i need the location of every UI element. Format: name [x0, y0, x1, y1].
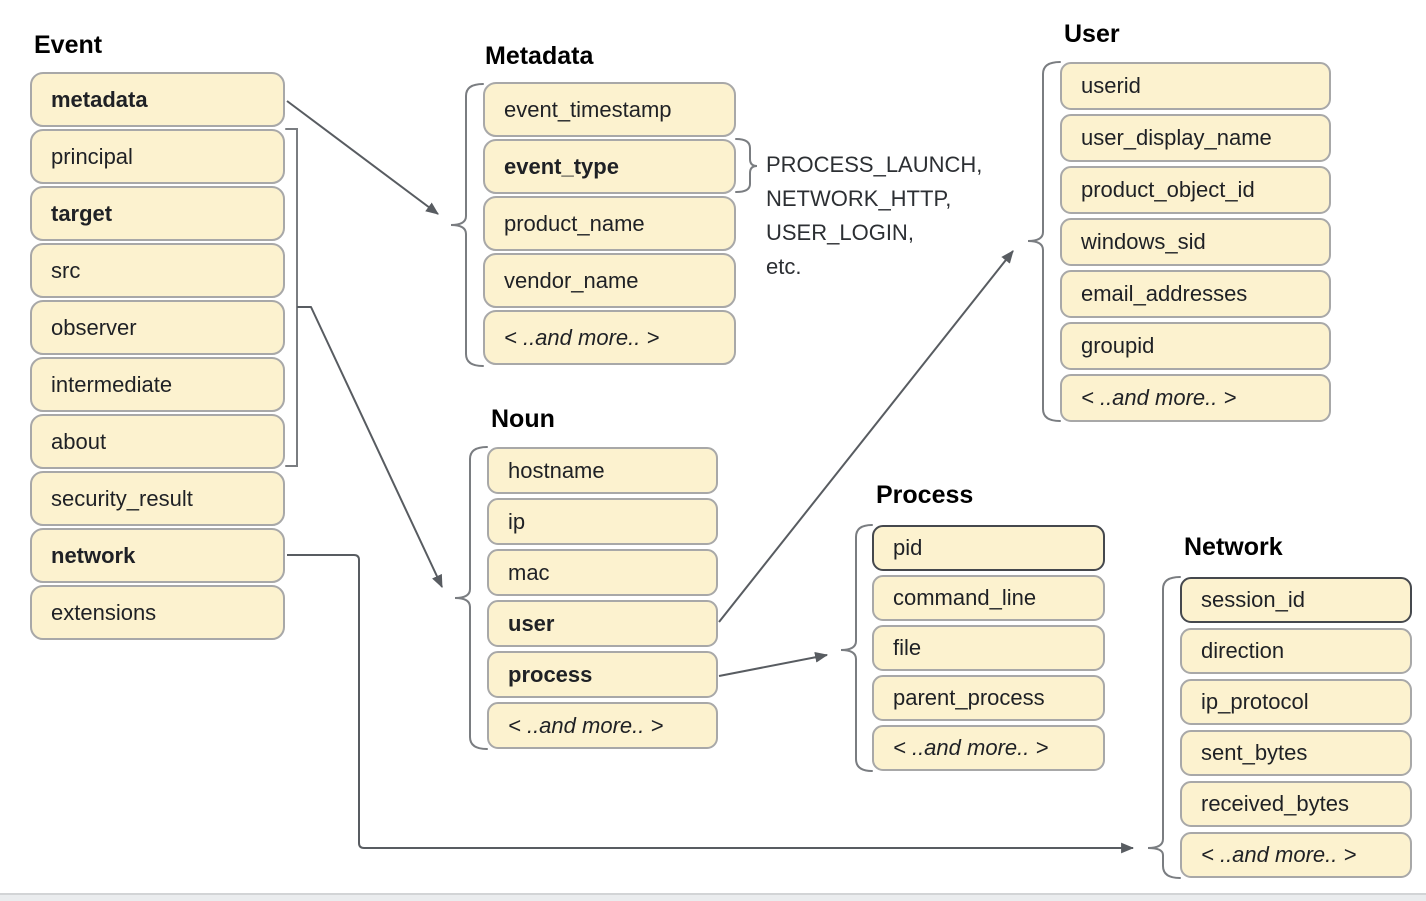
field-box-user-email_addresses: email_addresses: [1060, 270, 1331, 318]
field-box-process-pid: pid: [872, 525, 1105, 571]
brace-network-group: [1147, 576, 1181, 879]
event-type-example-line: USER_LOGIN,: [766, 220, 914, 245]
arrow-metadata-field-to-metadata-group: [286, 100, 439, 215]
field-box-metadata-event_timestamp: event_timestamp: [483, 82, 736, 137]
group-title-metadata: Metadata: [485, 42, 594, 70]
group-title-noun: Noun: [491, 405, 555, 433]
brace-process-group: [840, 524, 873, 772]
field-box-user-windows_sid: windows_sid: [1060, 218, 1331, 266]
field-box-user-user_display_name: user_display_name: [1060, 114, 1331, 162]
field-box-event-src: src: [30, 243, 285, 298]
field-box-noun-hostname: hostname: [487, 447, 718, 494]
field-box-network-session_id: session_id: [1180, 577, 1412, 623]
field-box-event-extensions: extensions: [30, 585, 285, 640]
field-box-network-andmore: < ..and more.. >: [1180, 832, 1412, 878]
group-title-process: Process: [876, 481, 974, 509]
field-box-event-target: target: [30, 186, 285, 241]
group-title-user: User: [1064, 20, 1120, 48]
brace-event-type-values: [735, 138, 758, 193]
field-box-metadata-product_name: product_name: [483, 196, 736, 251]
field-list-network: session_id direction ip_protocol sent_bytes…: [1180, 577, 1412, 883]
field-box-noun-user: user: [487, 600, 718, 647]
field-box-network-direction: direction: [1180, 628, 1412, 674]
field-box-metadata-event_type: event_type: [483, 139, 736, 194]
field-box-event-security_result: security_result: [30, 471, 285, 526]
field-box-event-observer: observer: [30, 300, 285, 355]
field-box-noun-mac: mac: [487, 549, 718, 596]
field-box-event-network: network: [30, 528, 285, 583]
field-box-process-file: file: [872, 625, 1105, 671]
field-box-event-intermediate: intermediate: [30, 357, 285, 412]
brace-noun-group: [454, 446, 488, 750]
field-box-process-parent_process: parent_process: [872, 675, 1105, 721]
field-box-noun-andmore: < ..and more.. >: [487, 702, 718, 749]
brace-user-group: [1027, 61, 1061, 422]
event-type-example-line: NETWORK_HTTP,: [766, 186, 952, 211]
field-box-event-about: about: [30, 414, 285, 469]
field-box-process-command_line: command_line: [872, 575, 1105, 621]
field-box-user-product_object_id: product_object_id: [1060, 166, 1331, 214]
field-box-user-andmore: < ..and more.. >: [1060, 374, 1331, 422]
event-type-example-values: PROCESS_LAUNCH, NETWORK_HTTP, USER_LOGIN,e…: [766, 148, 982, 284]
field-box-metadata-vendor_name: vendor_name: [483, 253, 736, 308]
bottom-divider: [0, 893, 1426, 901]
field-box-user-groupid: groupid: [1060, 322, 1331, 370]
field-box-network-received_bytes: received_bytes: [1180, 781, 1412, 827]
group-title-event: Event: [34, 31, 103, 59]
field-box-network-sent_bytes: sent_bytes: [1180, 730, 1412, 776]
event-type-example-line: PROCESS_LAUNCH,: [766, 152, 983, 177]
field-box-noun-process: process: [487, 651, 718, 698]
group-title-network: Network: [1184, 533, 1283, 561]
field-box-noun-ip: ip: [487, 498, 718, 545]
field-box-event-metadata: metadata: [30, 72, 285, 127]
field-box-user-userid: userid: [1060, 62, 1331, 110]
field-box-network-ip_protocol: ip_protocol: [1180, 679, 1412, 725]
arrow-process-field-to-process-group: [718, 651, 829, 677]
field-box-process-andmore: < ..and more.. >: [872, 725, 1105, 771]
bracket-event-noun-fields: [285, 128, 298, 467]
field-box-event-principal: principal: [30, 129, 285, 184]
event-type-example-line: etc.: [766, 254, 802, 279]
brace-metadata-group: [450, 83, 484, 367]
arrow-event-bracket-to-noun-group: [297, 306, 443, 588]
field-box-metadata-andmore: < ..and more.. >: [483, 310, 736, 365]
